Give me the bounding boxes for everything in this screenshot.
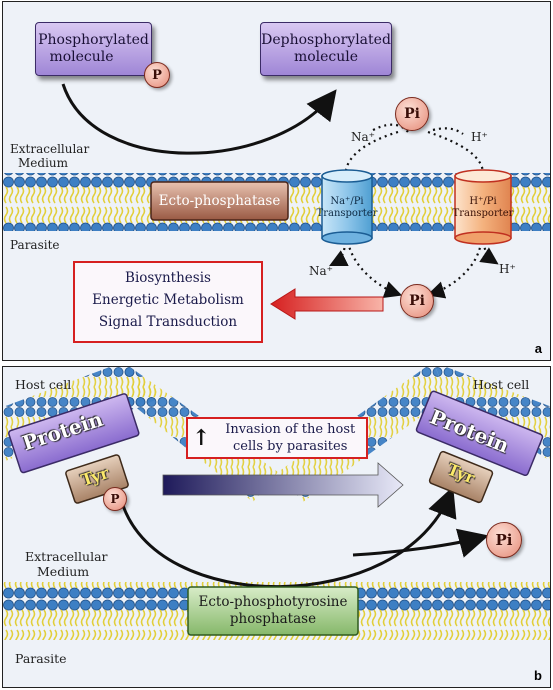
panel-a: Phosphorylated molecule P Dephosphorylat… <box>2 1 551 361</box>
pi-circle-b: Pi <box>486 522 522 558</box>
extracellular-label-b: Extracellular Medium <box>25 549 108 579</box>
invasion-text: Invasion of the host cells by parasites <box>214 421 366 455</box>
dephosphorylated-label: Dephosphorylated <box>261 32 391 48</box>
dephosphorylation-arrow-b <box>119 486 457 589</box>
host-cell-left-label: Host cell <box>15 377 72 392</box>
outcome-energetic-metabolism: Energetic Metabolism <box>92 292 244 308</box>
phosphorylated-molecule-box: Phosphorylated molecule <box>35 22 152 76</box>
h-transporter-to-pi <box>426 241 483 299</box>
protein-left <box>8 393 140 474</box>
h-pi-line1: H⁺/Pi <box>469 196 497 207</box>
na-ion-bottom: Na⁺ <box>309 264 333 278</box>
pi-circle-bottom: Pi <box>400 284 434 318</box>
ecto-ptp-line1: Ecto-phosphotyrosine <box>198 594 348 610</box>
medium-word: Medium <box>18 156 69 170</box>
invasion-gradient-arrow <box>162 462 404 508</box>
h-pi-line2: Transporter <box>452 208 514 219</box>
panel-b: Protein Tyr Protein Tyr Host cell Host c… <box>2 366 551 688</box>
pi-bottom-label: Pi <box>409 293 425 309</box>
dephosphorylated-molecule-box: Dephosphorylated molecule <box>260 22 392 76</box>
na-path-top <box>372 123 409 133</box>
panel-b-graphics <box>3 367 550 640</box>
parasite-label-b: Parasite <box>15 651 67 666</box>
ecto-ptp-box <box>187 586 359 636</box>
h-pi-transporter <box>454 169 512 245</box>
outcomes-box: Biosynthesis Energetic Metabolism Signal… <box>73 261 263 343</box>
pi-to-h-path <box>432 127 464 135</box>
protein-right <box>415 390 544 477</box>
h-ion-bottom: H⁺ <box>499 262 516 276</box>
extracellular-word: Extracellular <box>10 142 90 156</box>
parasite-label-a: Parasite <box>10 238 60 252</box>
p-label: P <box>152 67 162 83</box>
h-pi-transporter-label: H⁺/Pi Transporter <box>452 186 514 230</box>
ecto-phosphatase-label: Ecto-phosphatase <box>158 193 281 209</box>
invasion-line2: cells by parasites <box>233 439 348 454</box>
na-ion-top: Na⁺ <box>351 130 375 144</box>
na-transporter-to-pi <box>346 241 403 298</box>
outcome-biosynthesis: Biosynthesis <box>125 270 211 286</box>
na-pi-transporter-label: Na⁺/Pi Transporter <box>317 186 378 230</box>
panel-letter-b: b <box>534 668 542 683</box>
ecto-ptp-line2: phosphatase <box>229 611 317 627</box>
pi-release-arrow <box>352 528 489 558</box>
phosphate-p-circle: P <box>144 62 170 88</box>
outcome-arrow <box>270 288 384 320</box>
panel-a-graphics <box>3 83 550 320</box>
h-release-arrow <box>479 241 499 265</box>
pi-top-label: Pi <box>404 106 420 122</box>
invasion-line1: Invasion of the host <box>225 422 356 437</box>
ecto-phosphatase-box <box>150 181 289 221</box>
h-ion-top: H⁺ <box>471 130 488 144</box>
molecule-label: molecule <box>49 49 114 65</box>
panel-letter-a: a <box>534 341 542 356</box>
na-pi-line1: Na⁺/Pi <box>330 196 364 207</box>
host-cell-right-label: Host cell <box>473 377 530 392</box>
phosphorylated-label: Phosphorylated <box>38 32 149 48</box>
invasion-box: ↑ Invasion of the host cells by parasite… <box>186 417 368 459</box>
na-pi-transporter <box>321 169 373 245</box>
medium-word-b: Medium <box>37 564 90 579</box>
pi-circle-top: Pi <box>395 97 429 131</box>
dephosphorylation-arrow <box>61 83 337 155</box>
ecto-ptp-label: Ecto-phosphotyrosine phosphatase <box>188 587 358 635</box>
pi-label-b: Pi <box>495 531 513 549</box>
outcome-signal-transduction: Signal Transduction <box>98 314 238 330</box>
na-release-arrow <box>329 241 349 266</box>
p-label-b: P <box>110 492 120 506</box>
extracellular-word-b: Extracellular <box>25 549 108 564</box>
up-arrow-icon: ↑ <box>192 425 211 451</box>
phosphate-p-circle-b: P <box>103 487 127 511</box>
extracellular-label-a: Extracellular Medium <box>10 142 89 170</box>
na-pi-line2: Transporter <box>316 208 378 219</box>
dephospho-molecule-label: molecule <box>293 49 359 65</box>
tyr-right <box>428 450 494 504</box>
